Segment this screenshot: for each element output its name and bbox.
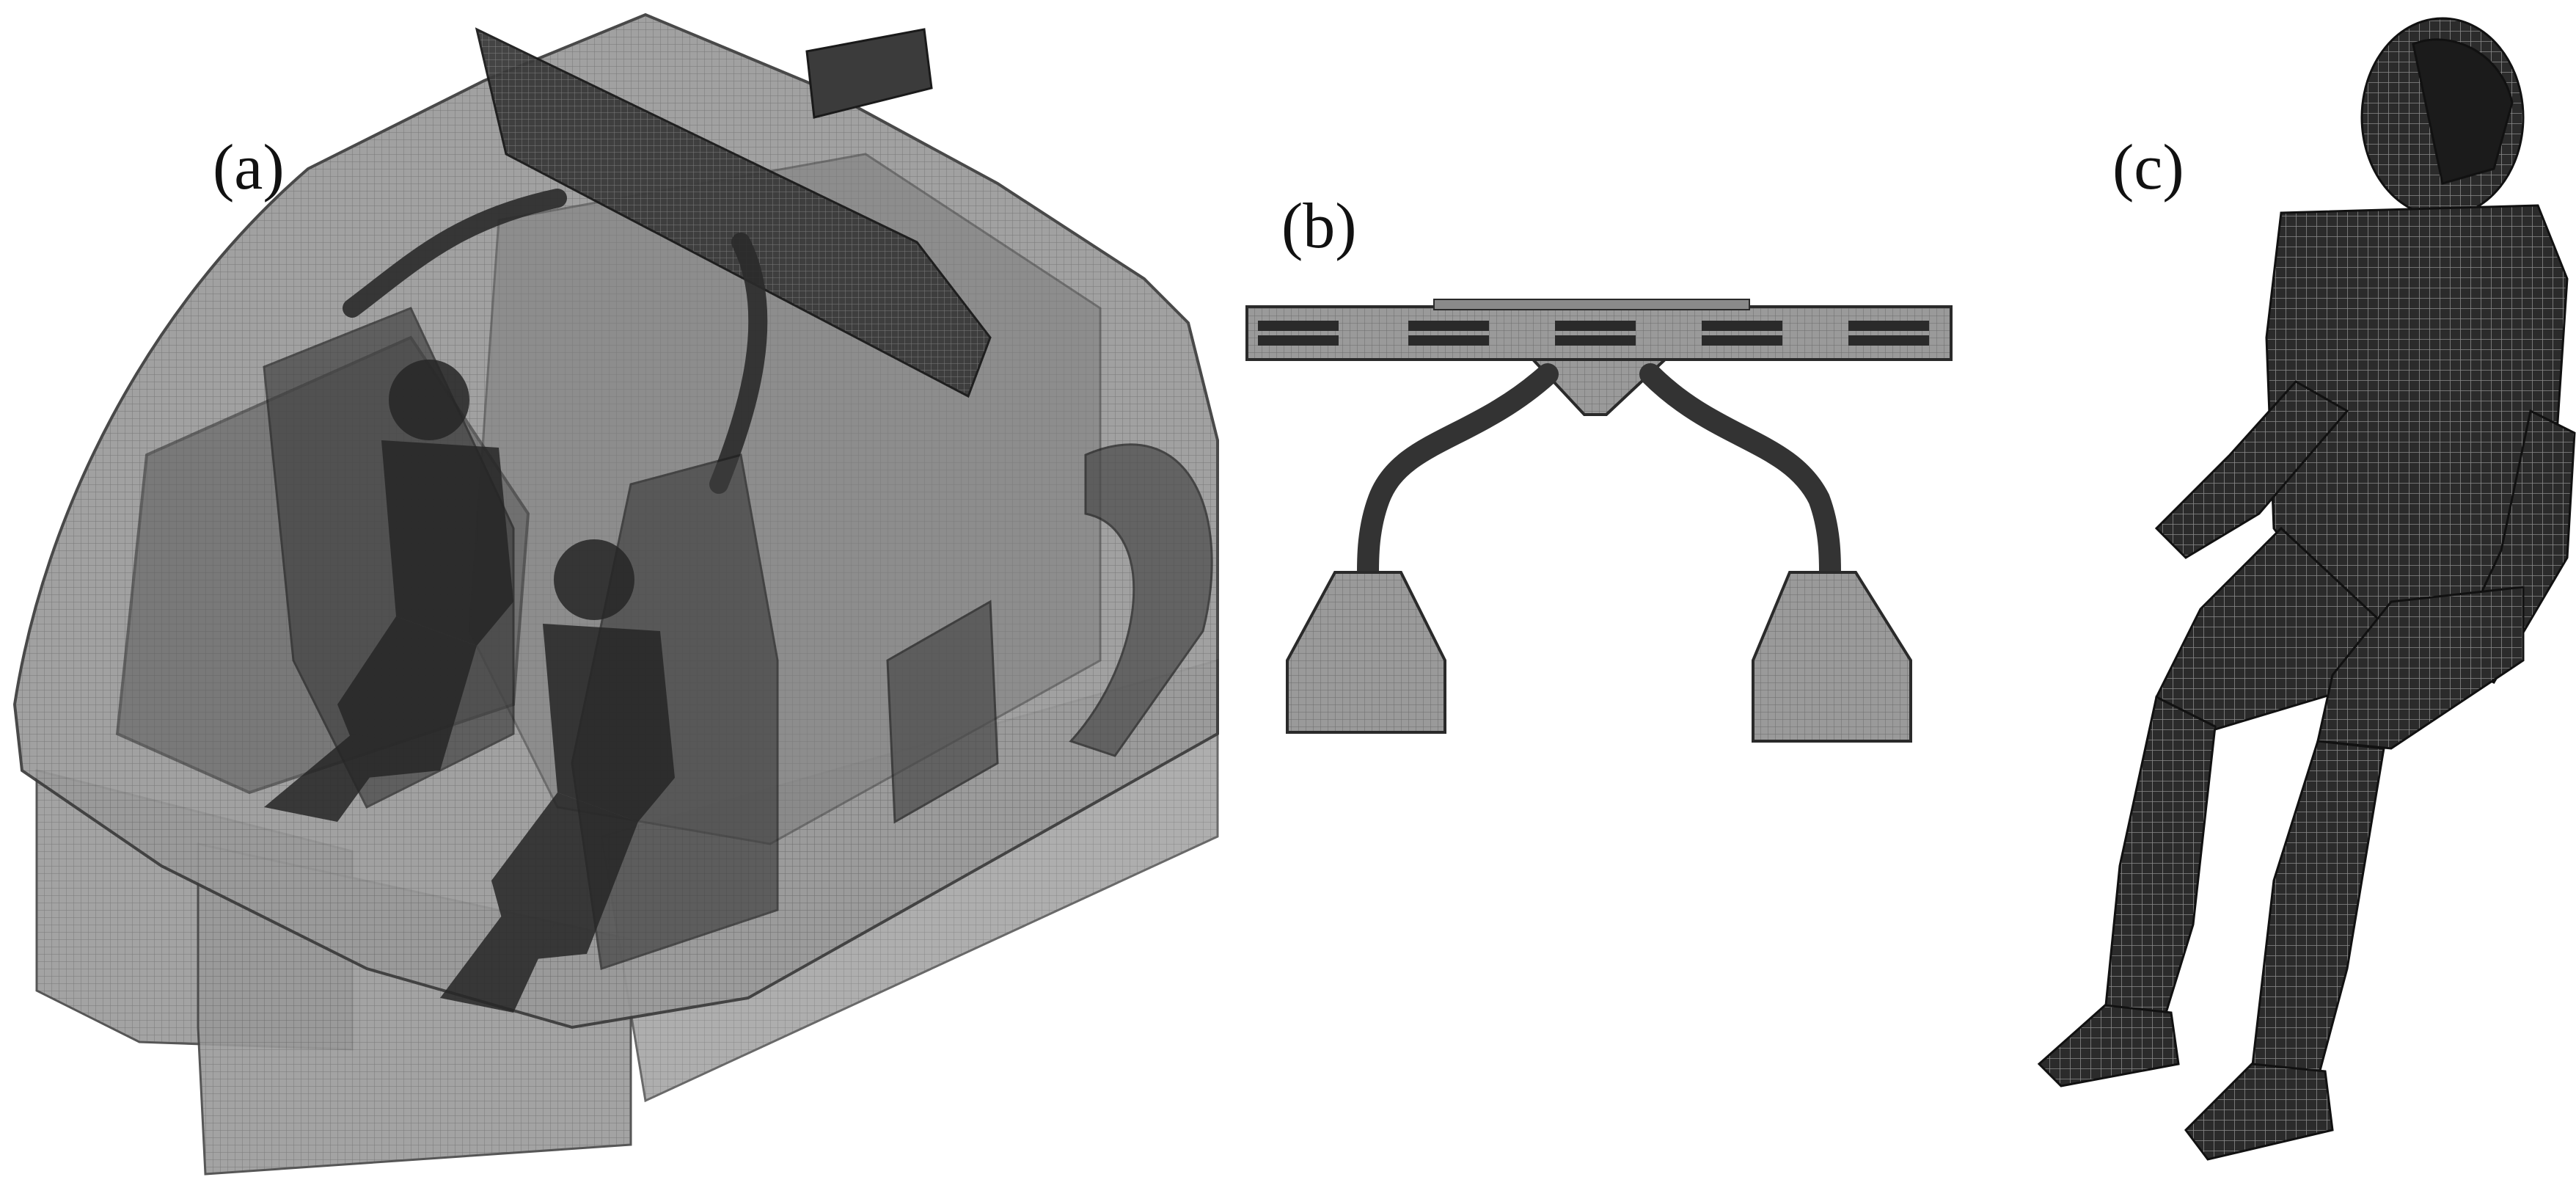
cabin-mesh-diagram	[12, 12, 1219, 1176]
roof-duct-inlet	[805, 28, 933, 119]
manikin-thigh-right	[2316, 586, 2525, 750]
manikin-leg-left	[2104, 695, 2217, 1021]
duct-outlet-left	[1286, 571, 1446, 734]
manikin-arm-left	[2154, 380, 2349, 559]
right-arch	[1069, 443, 1213, 757]
manikin-foot-right	[2184, 1063, 2334, 1161]
duct-hose-right-branch	[1639, 363, 1841, 583]
panel-label-c: (c)	[2112, 132, 2184, 203]
duct-hose-right	[709, 233, 768, 494]
panel-a: (a)	[0, 0, 1262, 1188]
duct-vent-slots	[1258, 321, 1929, 346]
side-vent-right	[886, 600, 999, 824]
panel-b: (b)	[1232, 0, 1995, 807]
occupant-left	[264, 360, 513, 822]
duct-hose-left	[343, 189, 567, 318]
manikin-foot-left	[2037, 1004, 2180, 1087]
panel-c: (c)	[1936, 0, 2576, 1188]
manikin-mesh-diagram	[2037, 17, 2576, 1161]
occupant-right	[440, 539, 675, 1013]
duct-hose-left-branch	[1357, 363, 1559, 583]
manikin-leg-right	[2250, 740, 2385, 1080]
manikin	[2037, 17, 2576, 1161]
duct-outlet-right	[1752, 571, 1912, 743]
duct-system-diagram	[1245, 299, 1953, 743]
roof-duct	[475, 27, 992, 398]
panel-label-b: (b)	[1281, 191, 1357, 262]
duct-hopper	[1529, 358, 1669, 416]
panel-label-a: (a)	[213, 132, 285, 203]
duct-top-bar	[1245, 305, 1953, 361]
